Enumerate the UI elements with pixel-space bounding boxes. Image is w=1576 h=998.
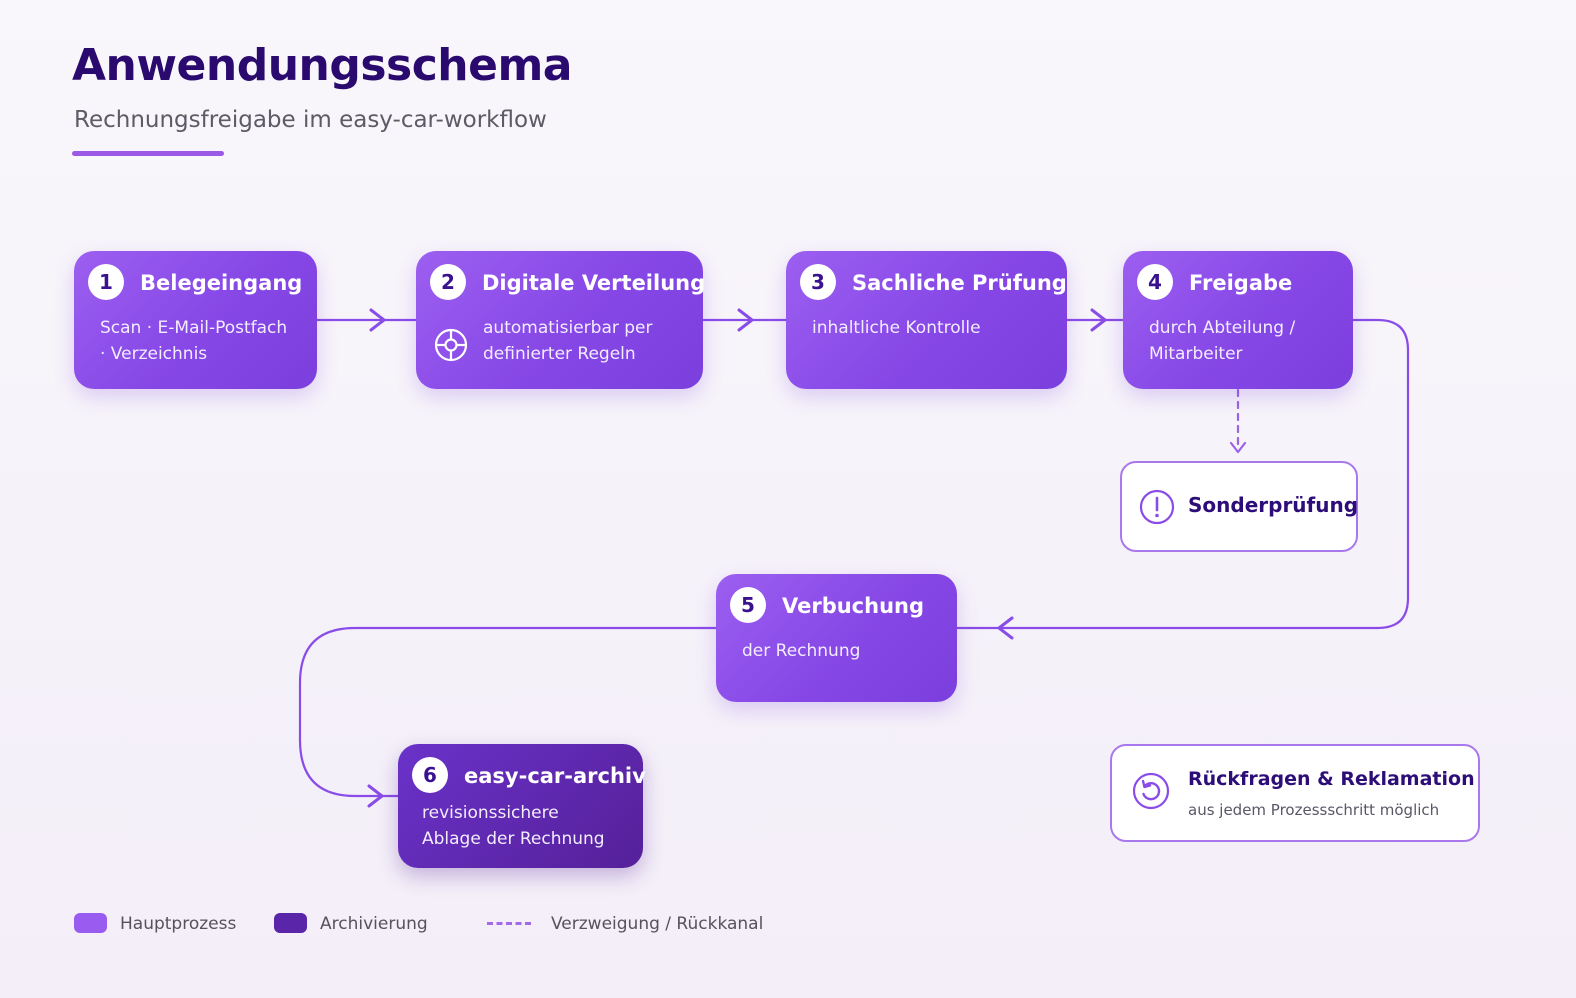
step-sachliche-pruefung: 3 Sachliche Prüfung inhaltliche Kontroll… <box>786 251 1067 389</box>
arrowhead-2-3 <box>737 308 754 332</box>
step-description: durch Abteilung / Mitarbeiter <box>1149 318 1296 364</box>
step-title: Freigabe <box>1189 271 1293 295</box>
arrowhead-4-5 <box>997 616 1014 640</box>
inquiries-box: Rückfragen & Reklamation aus jedem Proze… <box>1110 744 1480 842</box>
step-number-badge: 3 <box>800 264 836 300</box>
step-title: easy-car-archiv <box>464 764 646 788</box>
step-description: inhaltliche Kontrolle <box>812 318 981 338</box>
legend-swatch-archive <box>274 913 307 933</box>
step-title: Digitale Verteilung <box>482 271 706 295</box>
step-title: Belegeingang <box>140 271 303 295</box>
arrowhead-4-special <box>1229 441 1247 454</box>
step-description: automatisierbar per definierter Regeln <box>483 318 653 364</box>
special-check-box: Sonderprüfung <box>1120 461 1358 552</box>
step-digitale-verteilung: 2 Digitale Verteilung automatisierbar pe… <box>416 251 706 389</box>
exclamation-icon <box>1139 489 1175 525</box>
legend-swatch-main <box>74 913 107 933</box>
legend-label: Verzweigung / Rückkanal <box>551 914 764 934</box>
step-verbuchung: 5 Verbuchung der Rechnung <box>716 574 957 702</box>
legend-dash-line <box>487 922 531 925</box>
step-number-badge: 6 <box>412 757 448 793</box>
legend-label: Archivierung <box>320 914 428 934</box>
step-description: der Rechnung <box>742 641 861 661</box>
step-number-badge: 1 <box>88 264 124 300</box>
step-title: Verbuchung <box>782 594 925 618</box>
step-number-badge: 4 <box>1137 264 1173 300</box>
arrowhead-1-2 <box>369 308 386 332</box>
step-number-badge: 2 <box>430 264 466 300</box>
page-subtitle: Rechnungsfreigabe im easy-car-workflow <box>74 107 547 133</box>
step-number-badge: 5 <box>730 587 766 623</box>
arrowhead-5-6 <box>367 784 384 808</box>
step-description: Scan · E-Mail-Postfach · Verzeichnis <box>100 318 288 364</box>
connector-4-5 <box>955 318 1410 630</box>
step-easy-car-archiv: 6 easy-car-archiv revisionssichere Ablag… <box>398 744 646 868</box>
step-freigabe: 4 Freigabe durch Abteilung / Mitarbeiter <box>1123 251 1353 389</box>
page-title: Anwendungsschema <box>72 40 573 91</box>
refresh-icon <box>1132 772 1170 810</box>
special-check-title: Sonderprüfung <box>1188 493 1359 517</box>
connector-5-6 <box>298 626 718 798</box>
gear-icon <box>434 328 468 362</box>
legend-label: Hauptprozess <box>120 914 237 934</box>
inquiries-description: aus jedem Prozessschritt möglich <box>1188 801 1440 819</box>
step-description: revisionssichere Ablage der Rechnung <box>422 803 605 849</box>
step-belegeingang: 1 Belegeingang Scan · E-Mail-Postfach · … <box>74 251 317 389</box>
title-underline <box>72 151 224 156</box>
inquiries-title: Rückfragen & Reklamation <box>1188 768 1475 790</box>
arrowhead-3-4 <box>1090 308 1107 332</box>
step-title: Sachliche Prüfung <box>852 271 1067 295</box>
